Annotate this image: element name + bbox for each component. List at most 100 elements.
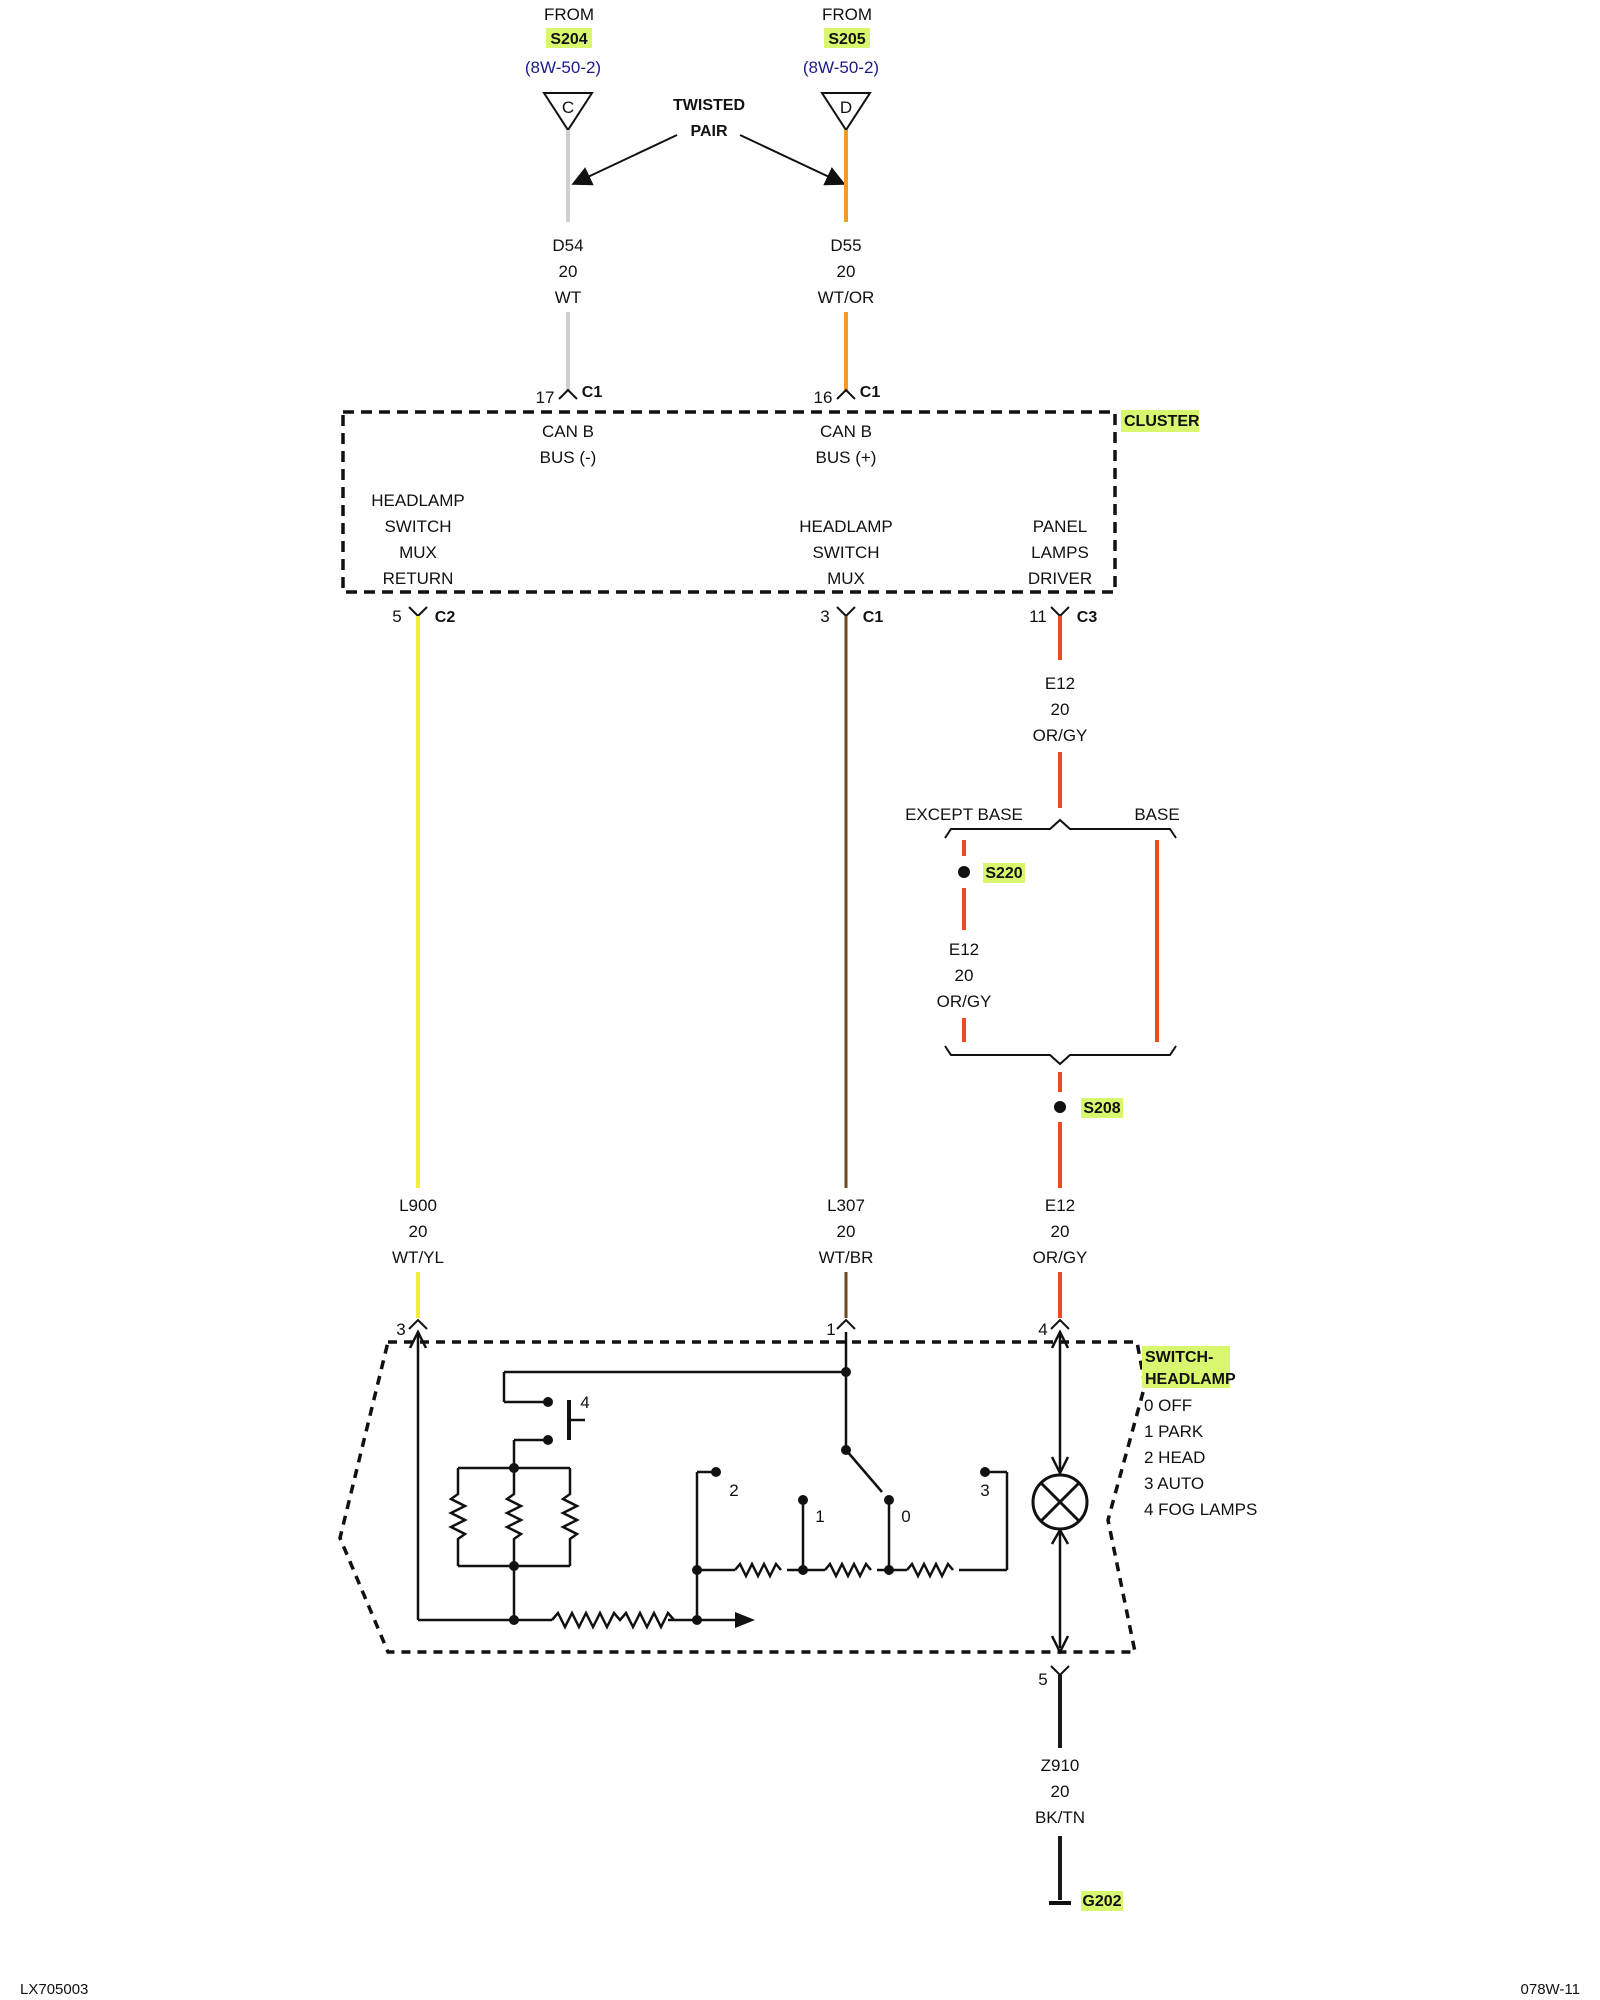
- switch-pin3: 3: [396, 1320, 405, 1339]
- option-brace-top: [944, 818, 1177, 839]
- l307-gauge: 20: [837, 1222, 856, 1241]
- cluster-highlight: [1121, 410, 1199, 432]
- lamp-top-arrow: [1050, 1456, 1070, 1476]
- contact-pos2[interactable]: [711, 1467, 721, 1477]
- from-s205-group: FROM S205 (8W-50-2) D: [803, 5, 879, 132]
- contact-fog-upper[interactable]: [543, 1397, 553, 1407]
- pair-label: PAIR: [690, 123, 727, 140]
- junction-bank-rail: [509, 1615, 519, 1625]
- footer-right-code: 078W-11: [1521, 1981, 1580, 1998]
- splice-s208-label[interactable]: S208: [1083, 1100, 1120, 1117]
- ground-g202-label[interactable]: G202: [1082, 1893, 1121, 1910]
- s208-highlight: [1081, 1098, 1123, 1118]
- junction-bank-top: [509, 1463, 519, 1473]
- bank-resistor-3: [560, 1468, 580, 1566]
- bank-resistor-2: [504, 1468, 524, 1566]
- s220-highlight: [983, 863, 1025, 883]
- pld-line3: DRIVER: [1028, 569, 1092, 588]
- bottom-resistor: [551, 1610, 675, 1630]
- junction-pos0: [884, 1565, 894, 1575]
- hsm-line1: HEADLAMP: [799, 517, 893, 536]
- rail-arrowhead: [735, 1612, 755, 1628]
- pin17-number: 17: [536, 388, 555, 407]
- contact-fog-lower[interactable]: [543, 1435, 553, 1445]
- cluster-module-box[interactable]: [341, 410, 1117, 594]
- twisted-label: TWISTED: [673, 97, 745, 114]
- bank-resistor-1: [448, 1468, 468, 1566]
- z910-id: Z910: [1041, 1756, 1080, 1775]
- e12c-color: OR/GY: [1033, 1248, 1088, 1267]
- hsmr-line3: MUX: [399, 543, 437, 562]
- d55-color: WT/OR: [818, 288, 875, 307]
- e12a-id: E12: [1045, 674, 1075, 693]
- canb-pos-line1: CAN B: [820, 422, 872, 441]
- legend-2: 2 HEAD: [1144, 1448, 1205, 1467]
- panel-lamp-icon[interactable]: [1031, 1473, 1089, 1531]
- switch-pin3-mark: [408, 1318, 428, 1330]
- connector-d-triangle: [820, 92, 872, 132]
- contact-pos3[interactable]: [980, 1467, 990, 1477]
- l307-id: L307: [827, 1196, 865, 1215]
- twisted-arrow-right: [739, 134, 846, 186]
- hsmr-line4: RETURN: [383, 569, 454, 588]
- pin3-c1-mark: [836, 606, 856, 618]
- junction-pos1: [798, 1565, 808, 1575]
- splice-s205-label[interactable]: S205: [828, 31, 865, 48]
- e12a-color: OR/GY: [1033, 726, 1088, 745]
- legend-3: 3 AUTO: [1144, 1474, 1204, 1493]
- d55-id: D55: [830, 236, 861, 255]
- d54-id: D54: [552, 236, 583, 255]
- pos3-label: 3: [980, 1481, 989, 1500]
- pin17-mark: [558, 388, 578, 400]
- hsm-line2: SWITCH: [812, 543, 879, 562]
- canb-neg-line1: CAN B: [542, 422, 594, 441]
- e12b-color: OR/GY: [937, 992, 992, 1011]
- junction-bank-bottom: [509, 1561, 519, 1571]
- from-label-right: FROM: [822, 5, 872, 24]
- connector-c-label: C: [562, 98, 574, 117]
- splice-s208-dot[interactable]: [1054, 1101, 1066, 1113]
- hsmr-line1: HEADLAMP: [371, 491, 465, 510]
- pin16-connector: C1: [860, 384, 881, 401]
- switch-name-line1[interactable]: SWITCH-: [1145, 1349, 1213, 1366]
- ladder-resistor-2: [824, 1561, 872, 1579]
- switch-name-line2[interactable]: HEADLAMP: [1145, 1371, 1236, 1388]
- canb-pos-line2: BUS (+): [816, 448, 877, 467]
- l307-color: WT/BR: [819, 1248, 874, 1267]
- return-arrow: [408, 1329, 428, 1349]
- contact-pos0[interactable]: [884, 1495, 894, 1505]
- base-label: BASE: [1134, 805, 1179, 824]
- pld-line1: PANEL: [1033, 517, 1088, 536]
- splice-s220-dot[interactable]: [958, 866, 970, 878]
- e12b-id: E12: [949, 940, 979, 959]
- hsmr-line2: SWITCH: [384, 517, 451, 536]
- e12b-gauge: 20: [955, 966, 974, 985]
- legend-4: 4 FOG LAMPS: [1144, 1500, 1257, 1519]
- switch-pin4-mark: [1050, 1318, 1070, 1330]
- ref-8w-50-2-left[interactable]: (8W-50-2): [525, 58, 601, 77]
- pin16-mark: [836, 388, 856, 400]
- e12c-gauge: 20: [1051, 1222, 1070, 1241]
- lamp-feed-arrow: [1050, 1329, 1070, 1349]
- legend-1: 1 PARK: [1144, 1422, 1204, 1441]
- from-label-left: FROM: [544, 5, 594, 24]
- pin17-connector: C1: [582, 384, 603, 401]
- cluster-pin3-conn: C1: [863, 609, 884, 626]
- cluster-name[interactable]: CLUSTER: [1124, 413, 1200, 430]
- ref-8w-50-2-right[interactable]: (8W-50-2): [803, 58, 879, 77]
- switch-pin1-mark: [836, 1318, 856, 1330]
- footer-left-code: LX705003: [20, 1981, 88, 1998]
- pld-line2: LAMPS: [1031, 543, 1089, 562]
- cluster-pin11: 11: [1029, 607, 1047, 626]
- splice-s204-label[interactable]: S204: [550, 31, 587, 48]
- d54-gauge: 20: [559, 262, 578, 281]
- pin11-c3-mark: [1050, 606, 1070, 618]
- contact-pos1[interactable]: [798, 1495, 808, 1505]
- option-brace-bottom: [944, 1045, 1177, 1066]
- junction-pos2-rail: [692, 1615, 702, 1625]
- cluster-pin3: 3: [820, 607, 829, 626]
- z910-gauge: 20: [1051, 1782, 1070, 1801]
- headlamp-switch-box[interactable]: [338, 1340, 1147, 1654]
- splice-s220-label[interactable]: S220: [985, 865, 1022, 882]
